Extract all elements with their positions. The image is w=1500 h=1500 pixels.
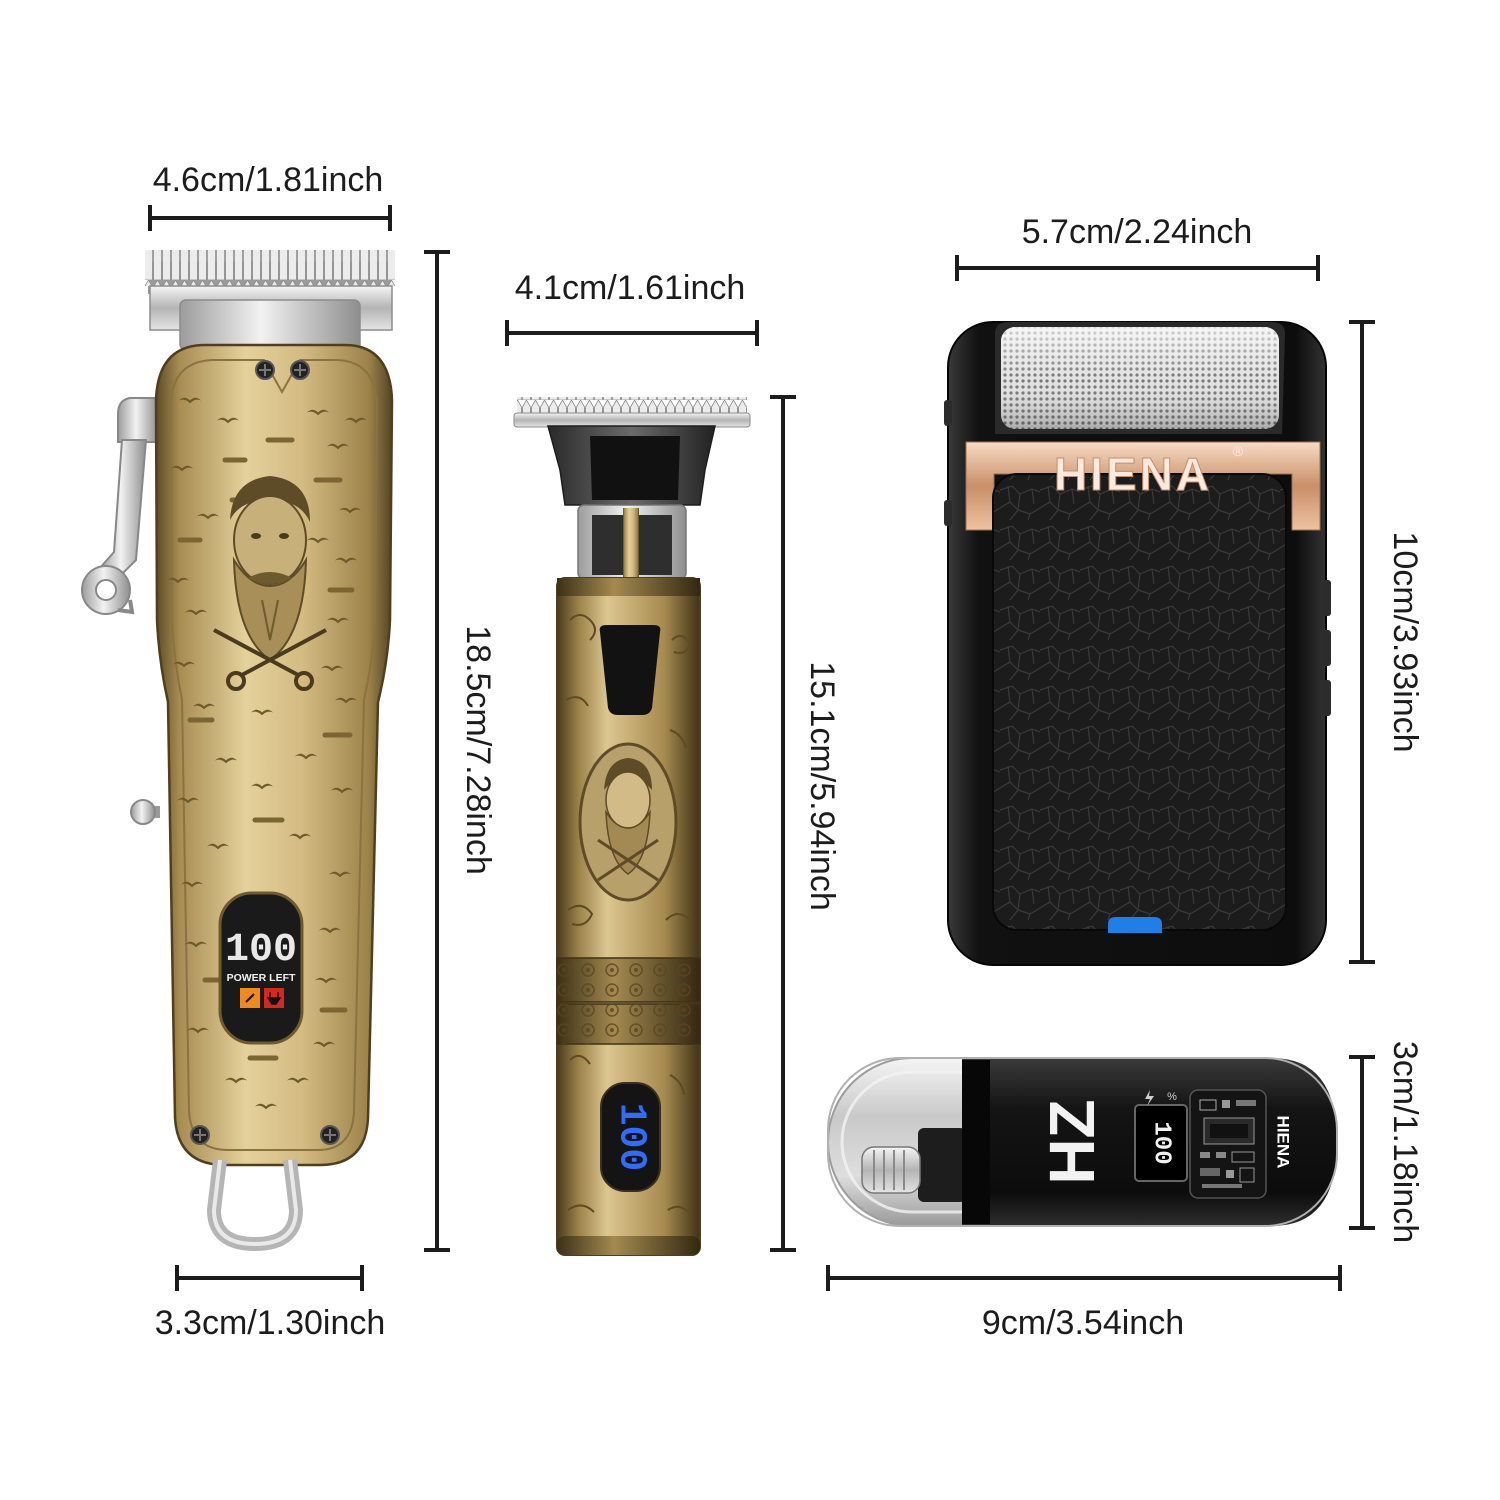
dim-line-nose-trimmer-height <box>1349 1055 1375 1230</box>
shaver-foil-head <box>995 322 1285 434</box>
rose-gold-band <box>965 441 1321 531</box>
power-indicator-button <box>1108 917 1162 933</box>
clipper-width-label: 4.6cm/1.81inch <box>152 161 384 199</box>
clipper-height-label: 18.5cm/7.28inch <box>459 625 497 875</box>
glass-outline <box>827 1057 1338 1227</box>
trimmer-width-label: 4.1cm/1.61inch <box>514 269 746 307</box>
dim-line-trimmer-width <box>505 320 759 346</box>
trimming-head <box>861 1128 966 1202</box>
clipper-body <box>154 343 394 1167</box>
registered-mark: ® <box>1233 443 1244 459</box>
clipper-bottom-width-label: 3.3cm/1.30inch <box>154 1304 386 1342</box>
nose-trimmer-width-label: 9cm/3.54inch <box>981 1304 1185 1342</box>
t-blade-trimmer: 100 <box>513 397 751 1256</box>
nose-trimmer-display: 100 % <box>1134 1090 1188 1182</box>
trimmer-end-cap <box>557 1236 700 1255</box>
scissors-engraving <box>213 628 327 691</box>
circuit-board <box>1189 1089 1267 1199</box>
dim-line-clipper-height <box>424 250 450 1252</box>
taper-lever <box>81 397 159 615</box>
trimmer-display-value: 100 <box>610 1103 653 1171</box>
floral-engravings <box>565 614 692 1215</box>
shaver-height-label: 10cm/3.93inch <box>1386 531 1424 753</box>
hanging-loop <box>207 1159 303 1251</box>
dim-line-clipper-bottom <box>175 1265 364 1291</box>
nose-trimmer-display-value: 100 <box>1148 1121 1175 1164</box>
clipper-display: 100 POWER LEFT <box>218 891 304 1045</box>
side-grips <box>944 400 1331 716</box>
dimension-lines <box>148 205 1375 1291</box>
foil-shaver: HIENA ® <box>944 321 1331 966</box>
dim-line-nose-trimmer-width <box>826 1265 1342 1291</box>
dim-line-shaver-width <box>955 255 1320 281</box>
trimmer-blade <box>513 397 751 428</box>
shaver-brand-logo: HIENA <box>1054 448 1212 500</box>
dim-line-trimmer-height <box>770 395 796 1252</box>
lightning-icon <box>1145 1090 1154 1106</box>
dim-line-shaver-height <box>1349 320 1375 964</box>
trimmer-neck <box>577 504 687 580</box>
dim-line-clipper-width <box>148 205 392 231</box>
trimmer-display: 100 <box>600 1082 661 1192</box>
cloud-engravings <box>177 437 355 1061</box>
battery-percent-sign: % <box>1167 1091 1177 1103</box>
clipper-blade <box>145 250 395 351</box>
decorative-bands <box>556 957 701 1045</box>
nose-trimmer-brand: HIENA <box>1274 1116 1293 1169</box>
screws <box>190 360 340 1145</box>
adjust-knob <box>130 799 160 825</box>
trimmer-height-label: 15.1cm/5.94inch <box>803 661 841 911</box>
clipper-display-value: 100 <box>225 928 297 973</box>
trimmer-portrait-medallion <box>578 742 678 902</box>
nose-trimmer-height-label: 3cm/1.18inch <box>1386 1040 1424 1244</box>
nose-trimmer: HZ 100 % HIENA <box>827 1057 1338 1227</box>
hair-clipper: 100 POWER LEFT <box>81 250 395 1251</box>
leather-panel <box>992 473 1287 931</box>
shaver-width-label: 5.7cm/2.24inch <box>1021 213 1253 251</box>
hz-logo: HZ <box>1036 1099 1108 1184</box>
barber-portrait-engraving <box>230 476 310 662</box>
power-button <box>599 625 661 715</box>
clipper-display-label: POWER LEFT <box>227 972 296 984</box>
clipper-body-inlay <box>169 359 379 1151</box>
